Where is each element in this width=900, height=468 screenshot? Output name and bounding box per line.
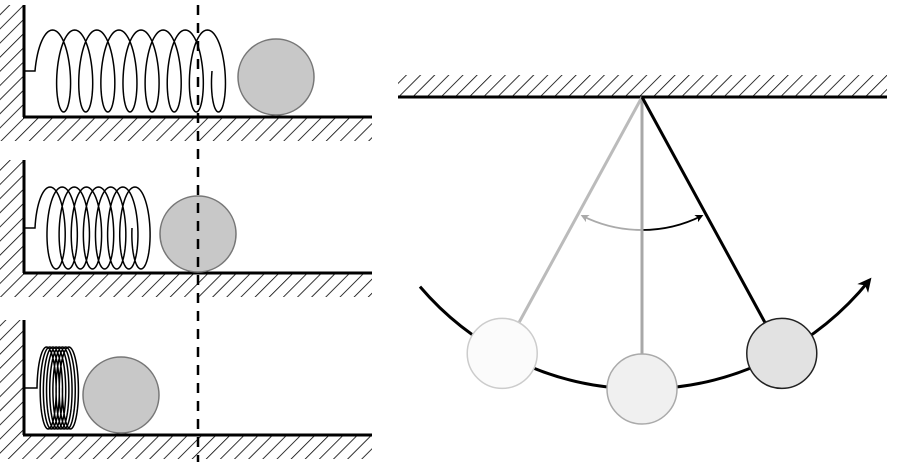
pendulum-string-left bbox=[517, 96, 644, 324]
mass-ball bbox=[237, 38, 315, 116]
ceiling-hatch bbox=[398, 75, 887, 97]
pendulum-bob-left bbox=[466, 317, 538, 390]
spring bbox=[24, 346, 80, 430]
wall-hatch bbox=[0, 160, 24, 297]
wall-hatch bbox=[0, 320, 24, 459]
mass-ball bbox=[82, 356, 160, 434]
pendulum-string-right bbox=[640, 96, 767, 324]
pendulum-bob-bottom bbox=[606, 353, 678, 425]
spring-mass-panels bbox=[0, 5, 372, 459]
spring bbox=[24, 29, 227, 113]
spring-panel-3 bbox=[0, 320, 372, 459]
wall-hatch bbox=[0, 5, 24, 141]
angle-arc-left bbox=[580, 215, 643, 231]
spring bbox=[24, 186, 151, 270]
pendulum-bob-right bbox=[746, 317, 818, 390]
pendulum bbox=[398, 75, 887, 425]
spring-panel-2 bbox=[0, 160, 372, 297]
mass-ball bbox=[159, 195, 237, 273]
spring-panel-1 bbox=[0, 5, 372, 141]
angle-arc-right bbox=[641, 215, 704, 231]
